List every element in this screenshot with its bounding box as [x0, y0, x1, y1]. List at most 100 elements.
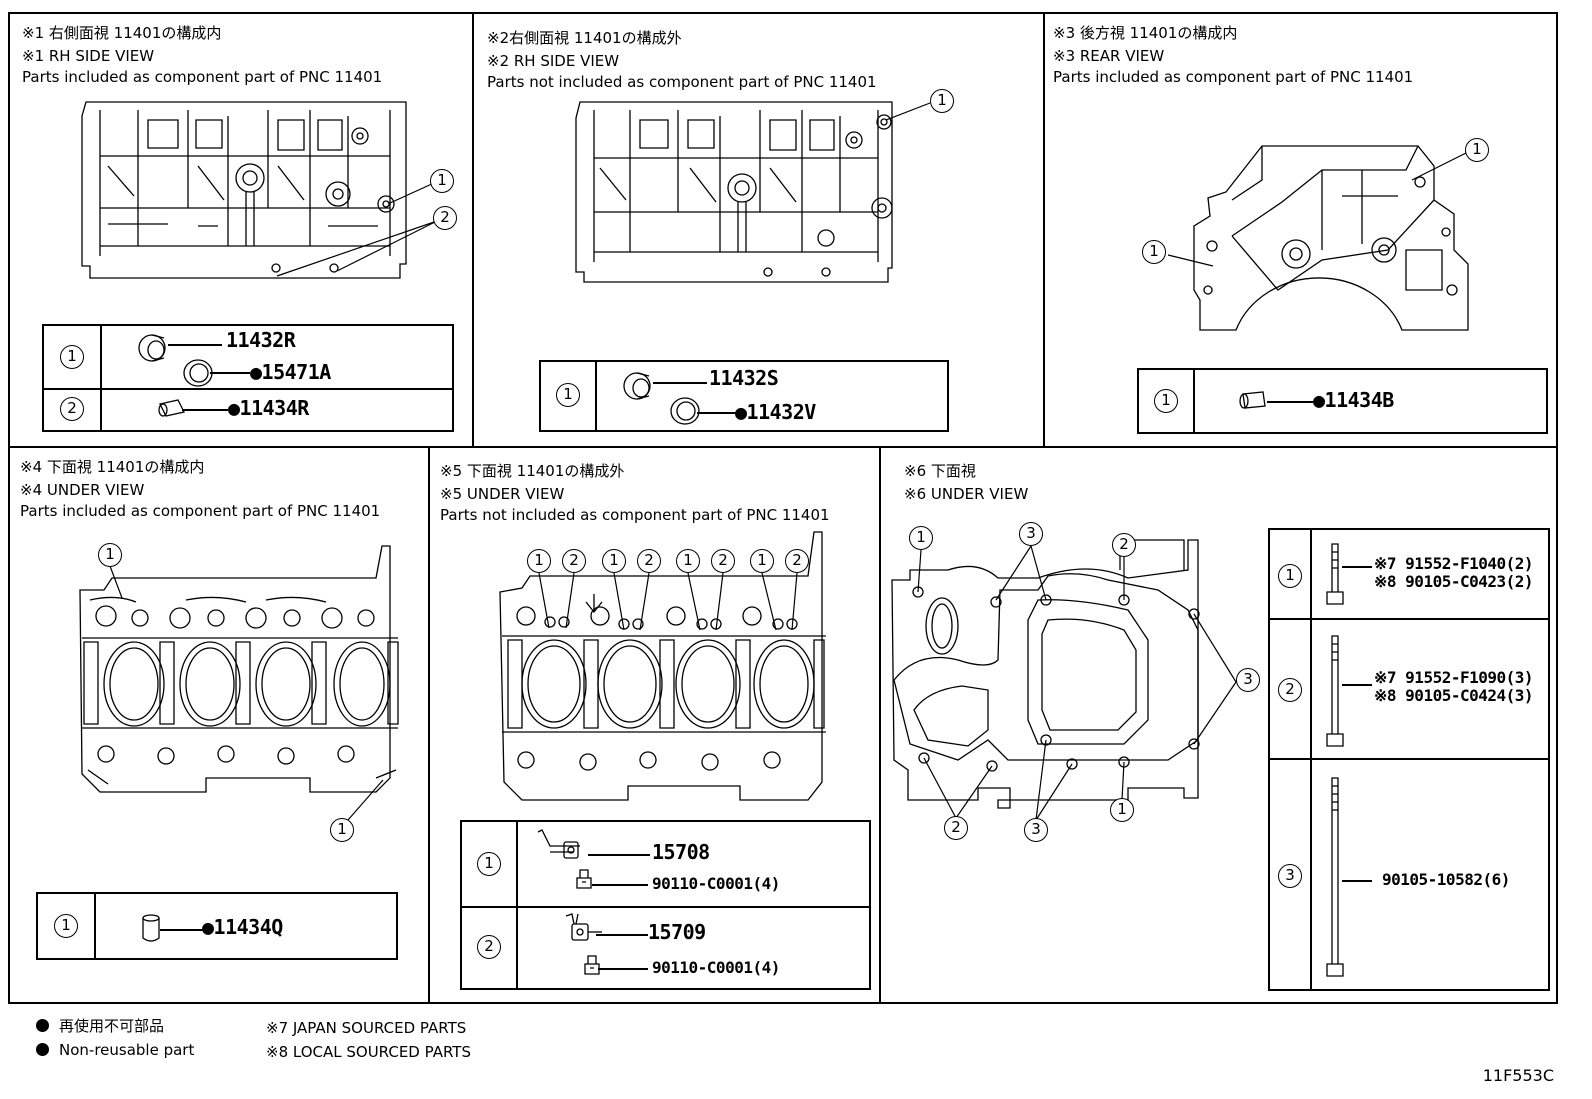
- callout-p6-3-right: 3: [1236, 668, 1260, 692]
- part-number: ●11434B: [1313, 388, 1394, 412]
- panel-5-title-en: ※5 UNDER VIEW: [440, 485, 565, 503]
- leader-line: [653, 382, 707, 384]
- callout-p5-1b: 1: [602, 549, 626, 573]
- row-index-cell: 2: [1270, 620, 1312, 758]
- part-number: 11432S: [709, 366, 779, 390]
- col-divider-top-1: [472, 12, 474, 446]
- panel-1-row-2: 2 ●11434R: [44, 390, 452, 430]
- dowel-pin-icon: [140, 914, 162, 944]
- panel-4-description: Parts included as component part of PNC …: [20, 502, 381, 520]
- dowel-pin-icon: [156, 398, 188, 420]
- panel-5-row-1: 1 15708 90110-C0001(4): [462, 822, 869, 908]
- gasket-ring-icon: [667, 396, 703, 426]
- panel-3-parts-table: 1 ●11434B: [1137, 368, 1548, 434]
- row-index-cell: 1: [1270, 530, 1312, 618]
- callout-p6-1-top: 1: [909, 526, 933, 550]
- illustration-code: 11F553C: [1482, 1066, 1554, 1085]
- callout-p6-3-bottom: 3: [1024, 818, 1048, 842]
- leader-line: [1267, 401, 1313, 403]
- leader-line: [160, 929, 204, 931]
- plug-icon: [136, 330, 176, 364]
- callout-p5-2b: 2: [637, 549, 661, 573]
- panel-6-parts-table: 1 ※7 91552-F1040(2) ※8 90105-C0423(2) 2 …: [1268, 528, 1550, 991]
- leader-line: [598, 968, 648, 970]
- legend-nonreusable: 再使用不可部品 Non-reusable part: [36, 1014, 194, 1062]
- panel-2-engine-block-side-drawing: [570, 96, 905, 291]
- part-number: ※7 91552-F1040(2): [1374, 554, 1534, 573]
- panel-1-description: Parts included as component part of PNC …: [22, 68, 383, 86]
- part-number: 15709: [648, 920, 706, 944]
- bolt-icon: [582, 954, 602, 978]
- row-index-2: 2: [477, 935, 501, 959]
- row-index-1: 1: [556, 383, 580, 407]
- panel-4-engine-block-under-drawing: [76, 538, 411, 803]
- leader-line: [168, 344, 222, 346]
- panel-4-row-1: 1 ●11434Q: [38, 894, 396, 958]
- panel-1-title-en: ※1 RH SIDE VIEW: [22, 47, 155, 65]
- leader-line: [1342, 684, 1372, 686]
- part-number: ●15471A: [250, 360, 331, 384]
- row-index-cell: 1: [1139, 370, 1195, 432]
- panel-5-title-jp: ※5 下面視 11401の構成外: [440, 462, 625, 480]
- part-number: 90110-C0001(4): [652, 958, 780, 977]
- callout-p5-1a: 1: [527, 549, 551, 573]
- panel-1-header: ※1 右側面視 11401の構成内 ※1 RH SIDE VIEW Parts …: [22, 22, 382, 89]
- panel-6-lower-case-drawing: [888, 530, 1213, 815]
- oil-nozzle-icon: [562, 912, 610, 948]
- row-index-cell: 1: [541, 362, 597, 430]
- panel-2-title-en: ※2 RH SIDE VIEW: [487, 52, 620, 70]
- panel-5-row-2: 2 15709 90110-C0001(4): [462, 908, 869, 988]
- row-index-1: 1: [54, 914, 78, 938]
- leader-line: [1342, 880, 1372, 882]
- panel-3-engine-block-rear-drawing: [1192, 140, 1477, 335]
- panel-1-row-1: 1 11432R ●15471A: [44, 326, 452, 390]
- panel-1-parts-table: 1 11432R ●15471A 2 ●11434R: [42, 324, 454, 432]
- row-index-2: 2: [1278, 678, 1302, 702]
- panel-6-header: ※6 下面視 ※6 UNDER VIEW: [904, 460, 1028, 506]
- panel-5-description: Parts not included as component part of …: [440, 506, 830, 524]
- panel-4-header: ※4 下面視 11401の構成内 ※4 UNDER VIEW Parts inc…: [20, 456, 380, 523]
- col-divider-top-2: [1043, 12, 1045, 446]
- panel-6-row-1: 1 ※7 91552-F1040(2) ※8 90105-C0423(2): [1270, 530, 1548, 620]
- row-index-1: 1: [477, 852, 501, 876]
- callout-p4-1-top: 1: [98, 543, 122, 567]
- row-index-cell: 3: [1270, 760, 1312, 989]
- row-index-cell: 1: [44, 326, 102, 388]
- plug-icon: [621, 368, 661, 402]
- part-number: ※7 91552-F1090(3): [1374, 668, 1534, 687]
- panel-6-row-3: 3 90105-10582(6): [1270, 760, 1548, 989]
- row-index-1: 1: [60, 345, 84, 369]
- panel-4-parts-table: 1 ●11434Q: [36, 892, 398, 960]
- legend-nonreusable-en-row: Non-reusable part: [36, 1038, 194, 1062]
- callout-p6-2-top: 2: [1112, 533, 1136, 557]
- callout-p1-1: 1: [430, 169, 454, 193]
- callout-p5-1d: 1: [750, 549, 774, 573]
- callout-p2-1: 1: [930, 89, 954, 113]
- row-index-cell: 2: [44, 390, 102, 430]
- panel-3-title-jp: ※3 後方視 11401の構成内: [1053, 24, 1238, 42]
- row-index-cell: 1: [38, 894, 96, 958]
- panel-6-row-2: 2 ※7 91552-F1090(3) ※8 90105-C0424(3): [1270, 620, 1548, 760]
- panel-5-engine-block-under-drawing: [496, 532, 831, 812]
- row-index-1: 1: [1278, 564, 1302, 588]
- callout-p3-1-left: 1: [1142, 240, 1166, 264]
- part-number: ※8 90105-C0424(3): [1374, 686, 1534, 705]
- row-index-3: 3: [1278, 864, 1302, 888]
- callout-p6-2-bottom: 2: [944, 816, 968, 840]
- callout-p6-1-bottom: 1: [1110, 798, 1134, 822]
- bolt-icon: [1324, 634, 1346, 750]
- callout-p5-2c: 2: [711, 549, 735, 573]
- callout-p5-1c: 1: [676, 549, 700, 573]
- part-number: ※8 90105-C0423(2): [1374, 572, 1534, 591]
- panel-3-row-1: 1 ●11434B: [1139, 370, 1546, 432]
- leader-line: [210, 372, 250, 374]
- callout-p6-3-top: 3: [1019, 522, 1043, 546]
- legend-local-sourced: ※8 LOCAL SOURCED PARTS: [266, 1043, 471, 1061]
- part-number: ●11434R: [228, 396, 309, 420]
- dowel-pin-icon: [1237, 390, 1271, 412]
- part-number: 90105-10582(6): [1382, 870, 1510, 889]
- col-divider-bottom-1: [428, 446, 430, 1004]
- leader-line: [592, 884, 648, 886]
- panel-1-title-jp: ※1 右側面視 11401の構成内: [22, 24, 222, 42]
- leader-line: [1342, 566, 1372, 568]
